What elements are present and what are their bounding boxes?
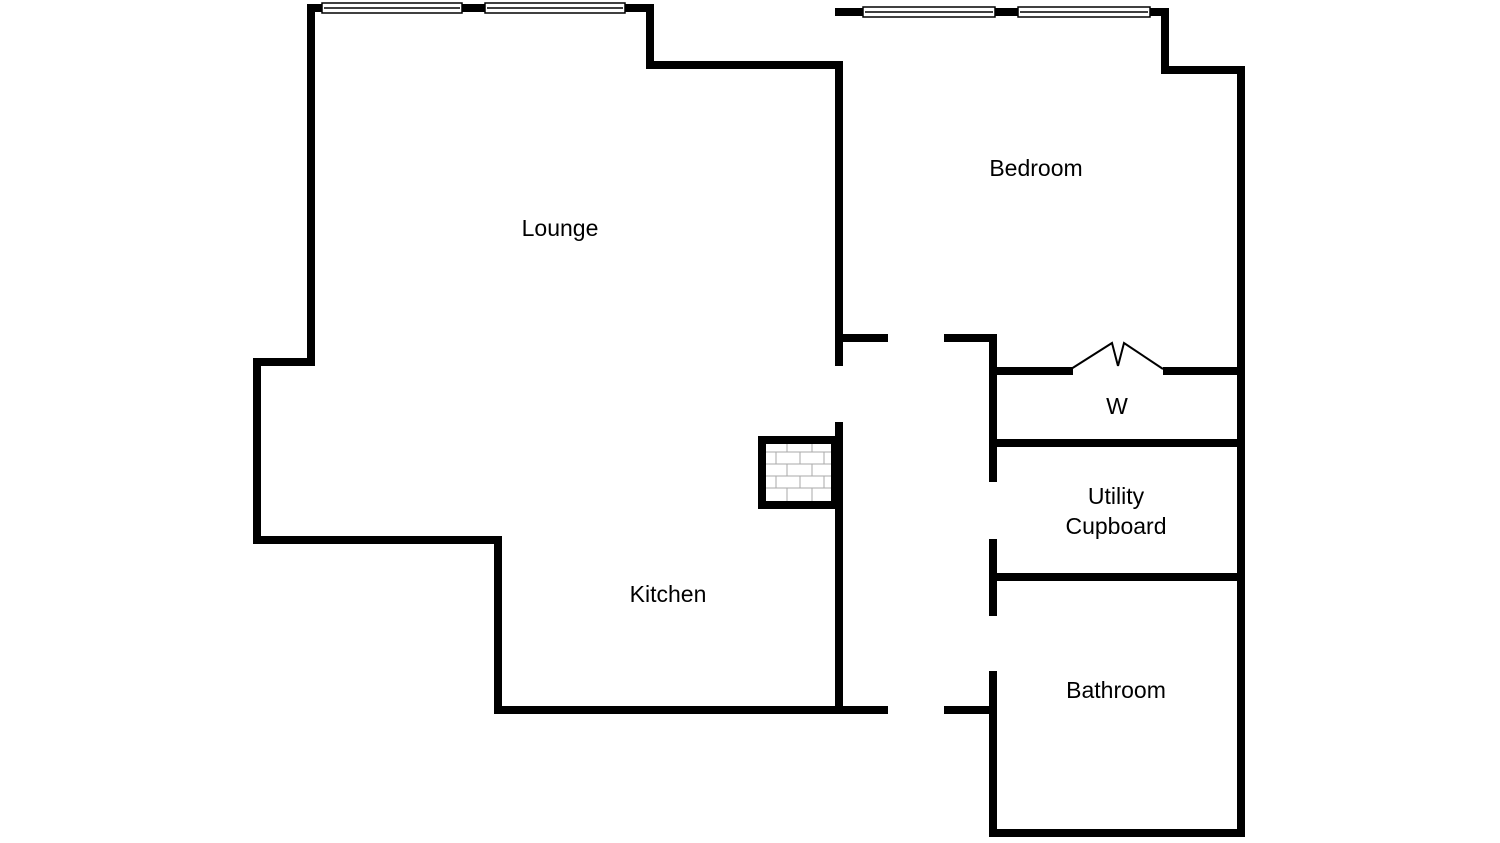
window-icon (862, 6, 996, 18)
walls (253, 4, 1245, 837)
bifold-door-icon (1070, 341, 1164, 370)
room-label-wardrobe: W (1106, 393, 1128, 419)
room-label-bedroom: Bedroom (989, 155, 1082, 181)
window-icon-group (321, 2, 1151, 18)
room-label-kitchen: Kitchen (630, 581, 707, 607)
room-label-lounge: Lounge (522, 215, 599, 241)
lounge-kitchen-outer-wall (253, 4, 843, 714)
window-icon (484, 2, 626, 14)
room-label-utility-line-1: Utility (1088, 483, 1145, 509)
window-icon (321, 2, 463, 14)
window-icon (1017, 6, 1151, 18)
room-label-utility-line-2: Cupboard (1065, 513, 1166, 539)
brick-chimney-icon (758, 436, 839, 509)
room-label-bathroom: Bathroom (1066, 677, 1166, 703)
hall-stub-upper-right (944, 334, 997, 482)
bedroom-outer-wall (835, 8, 1245, 837)
